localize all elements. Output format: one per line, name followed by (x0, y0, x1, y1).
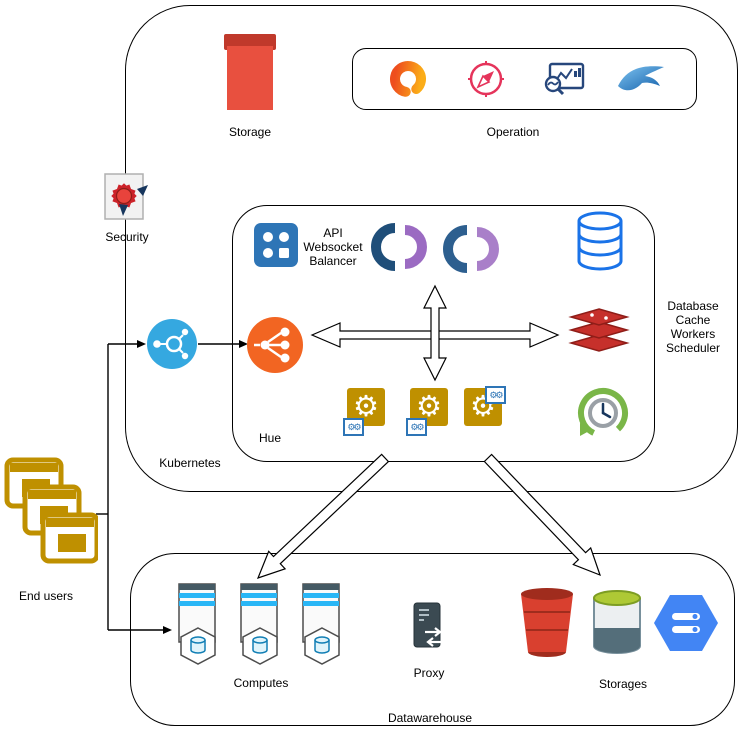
kubernetes-label: Kubernetes (159, 456, 221, 470)
mini-gears-box: ⚙⚙ (485, 386, 506, 404)
security-label: Security (105, 230, 149, 244)
network-gateway-icon (147, 319, 197, 369)
storages-label: Storages (598, 677, 648, 691)
gcp-hexagon-icon (654, 595, 718, 651)
kubernetes-container (125, 5, 738, 492)
datawarehouse-label: Datawarehouse (387, 711, 473, 725)
chart-monitor-icon (544, 62, 585, 96)
gear-icon: ⚙ (353, 390, 379, 423)
exchange-arrows-icon (425, 627, 443, 647)
hue-container (232, 205, 655, 462)
seal-ribbon (119, 204, 128, 216)
task-gear-icon: ⚙ ⚙⚙ (406, 386, 452, 436)
compass-icon (468, 61, 504, 97)
operation-group-box (352, 48, 697, 110)
api-appgrid-icon (254, 223, 298, 267)
red-seal (111, 183, 137, 209)
end-users-label: End users (18, 589, 74, 603)
load-balancer-icon (247, 317, 303, 373)
task-gear-icon: ⚙ ⚙⚙ (460, 386, 506, 436)
proxy-label: Proxy (413, 666, 445, 680)
s3-bucket-icon (521, 588, 573, 657)
bird-icon (618, 66, 664, 91)
gear-icon: ⚙ (416, 390, 442, 423)
compute-server-icon (178, 583, 216, 665)
services-label: Database Cache Workers Scheduler (665, 299, 721, 356)
end-users-icon (4, 457, 98, 564)
storage-label: Storage (228, 125, 272, 139)
compute-server-icon (302, 583, 340, 665)
scheduler-clock-icon (578, 388, 628, 438)
proxy-server-icon (413, 602, 443, 648)
hue-logo-icon (443, 225, 499, 273)
compute-server-icon (240, 583, 278, 665)
redis-icon (568, 308, 630, 352)
hue-label: Hue (258, 431, 281, 445)
storage-bucket-icon (224, 34, 276, 110)
computes-label: Computes (233, 676, 289, 690)
datawarehouse-container (130, 553, 735, 726)
security-certificate-icon (104, 173, 148, 220)
operation-label: Operation (486, 125, 540, 139)
mini-gears-box: ⚙⚙ (406, 418, 427, 436)
task-gear-icon: ⚙ ⚙⚙ (343, 386, 389, 436)
api-websocket-balancer-label: API Websocket Balancer (303, 226, 363, 269)
user-window (40, 512, 98, 564)
grafana-icon (390, 61, 426, 97)
hue-logo-icon (371, 223, 427, 271)
mini-gears-box: ⚙⚙ (343, 418, 364, 436)
database-cylinder-icon (577, 211, 623, 271)
seal-arrow (137, 185, 148, 196)
storage-barrel-icon (593, 590, 641, 654)
